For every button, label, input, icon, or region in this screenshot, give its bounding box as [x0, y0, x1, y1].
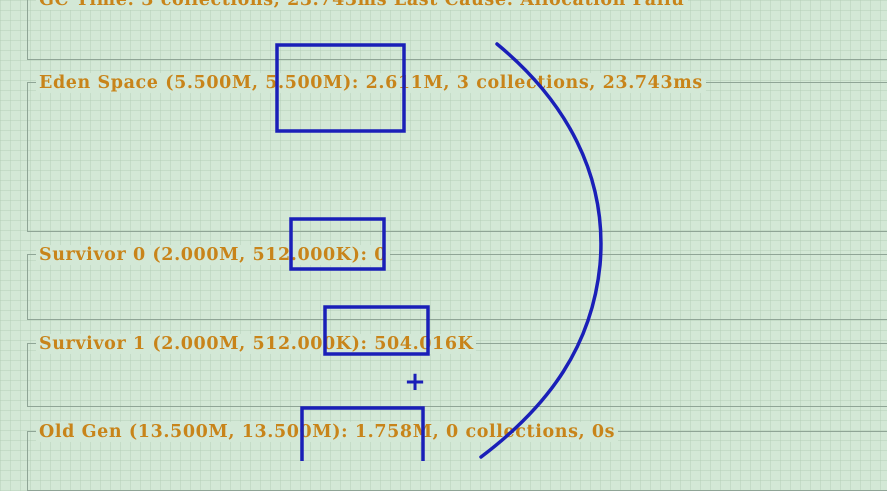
gc-time-panel: GC Time: 3 collections, 23.743ms Last Ca…: [27, 0, 887, 60]
survivor-0-title: Survivor 0 (2.000M, 512.000K): 0: [36, 245, 391, 265]
crosshair-cursor-icon: +: [404, 367, 426, 397]
old-gen-title: Old Gen (13.500M, 13.500M): 1.758M, 0 co…: [36, 422, 619, 442]
survivor-1-title: Survivor 1 (2.000M, 512.000K): 504.016K: [36, 334, 477, 354]
eden-space-panel: Eden Space (5.500M, 5.500M): 2.611M, 3 c…: [27, 73, 887, 232]
survivor-0-panel: Survivor 0 (2.000M, 512.000K): 0: [27, 245, 887, 320]
eden-space-title: Eden Space (5.500M, 5.500M): 2.611M, 3 c…: [36, 73, 706, 93]
gc-time-title: GC Time: 3 collections, 23.743ms Last Ca…: [36, 0, 688, 10]
old-gen-panel: Old Gen (13.500M, 13.500M): 1.758M, 0 co…: [27, 422, 887, 491]
survivor-1-panel: Survivor 1 (2.000M, 512.000K): 504.016K: [27, 334, 887, 407]
